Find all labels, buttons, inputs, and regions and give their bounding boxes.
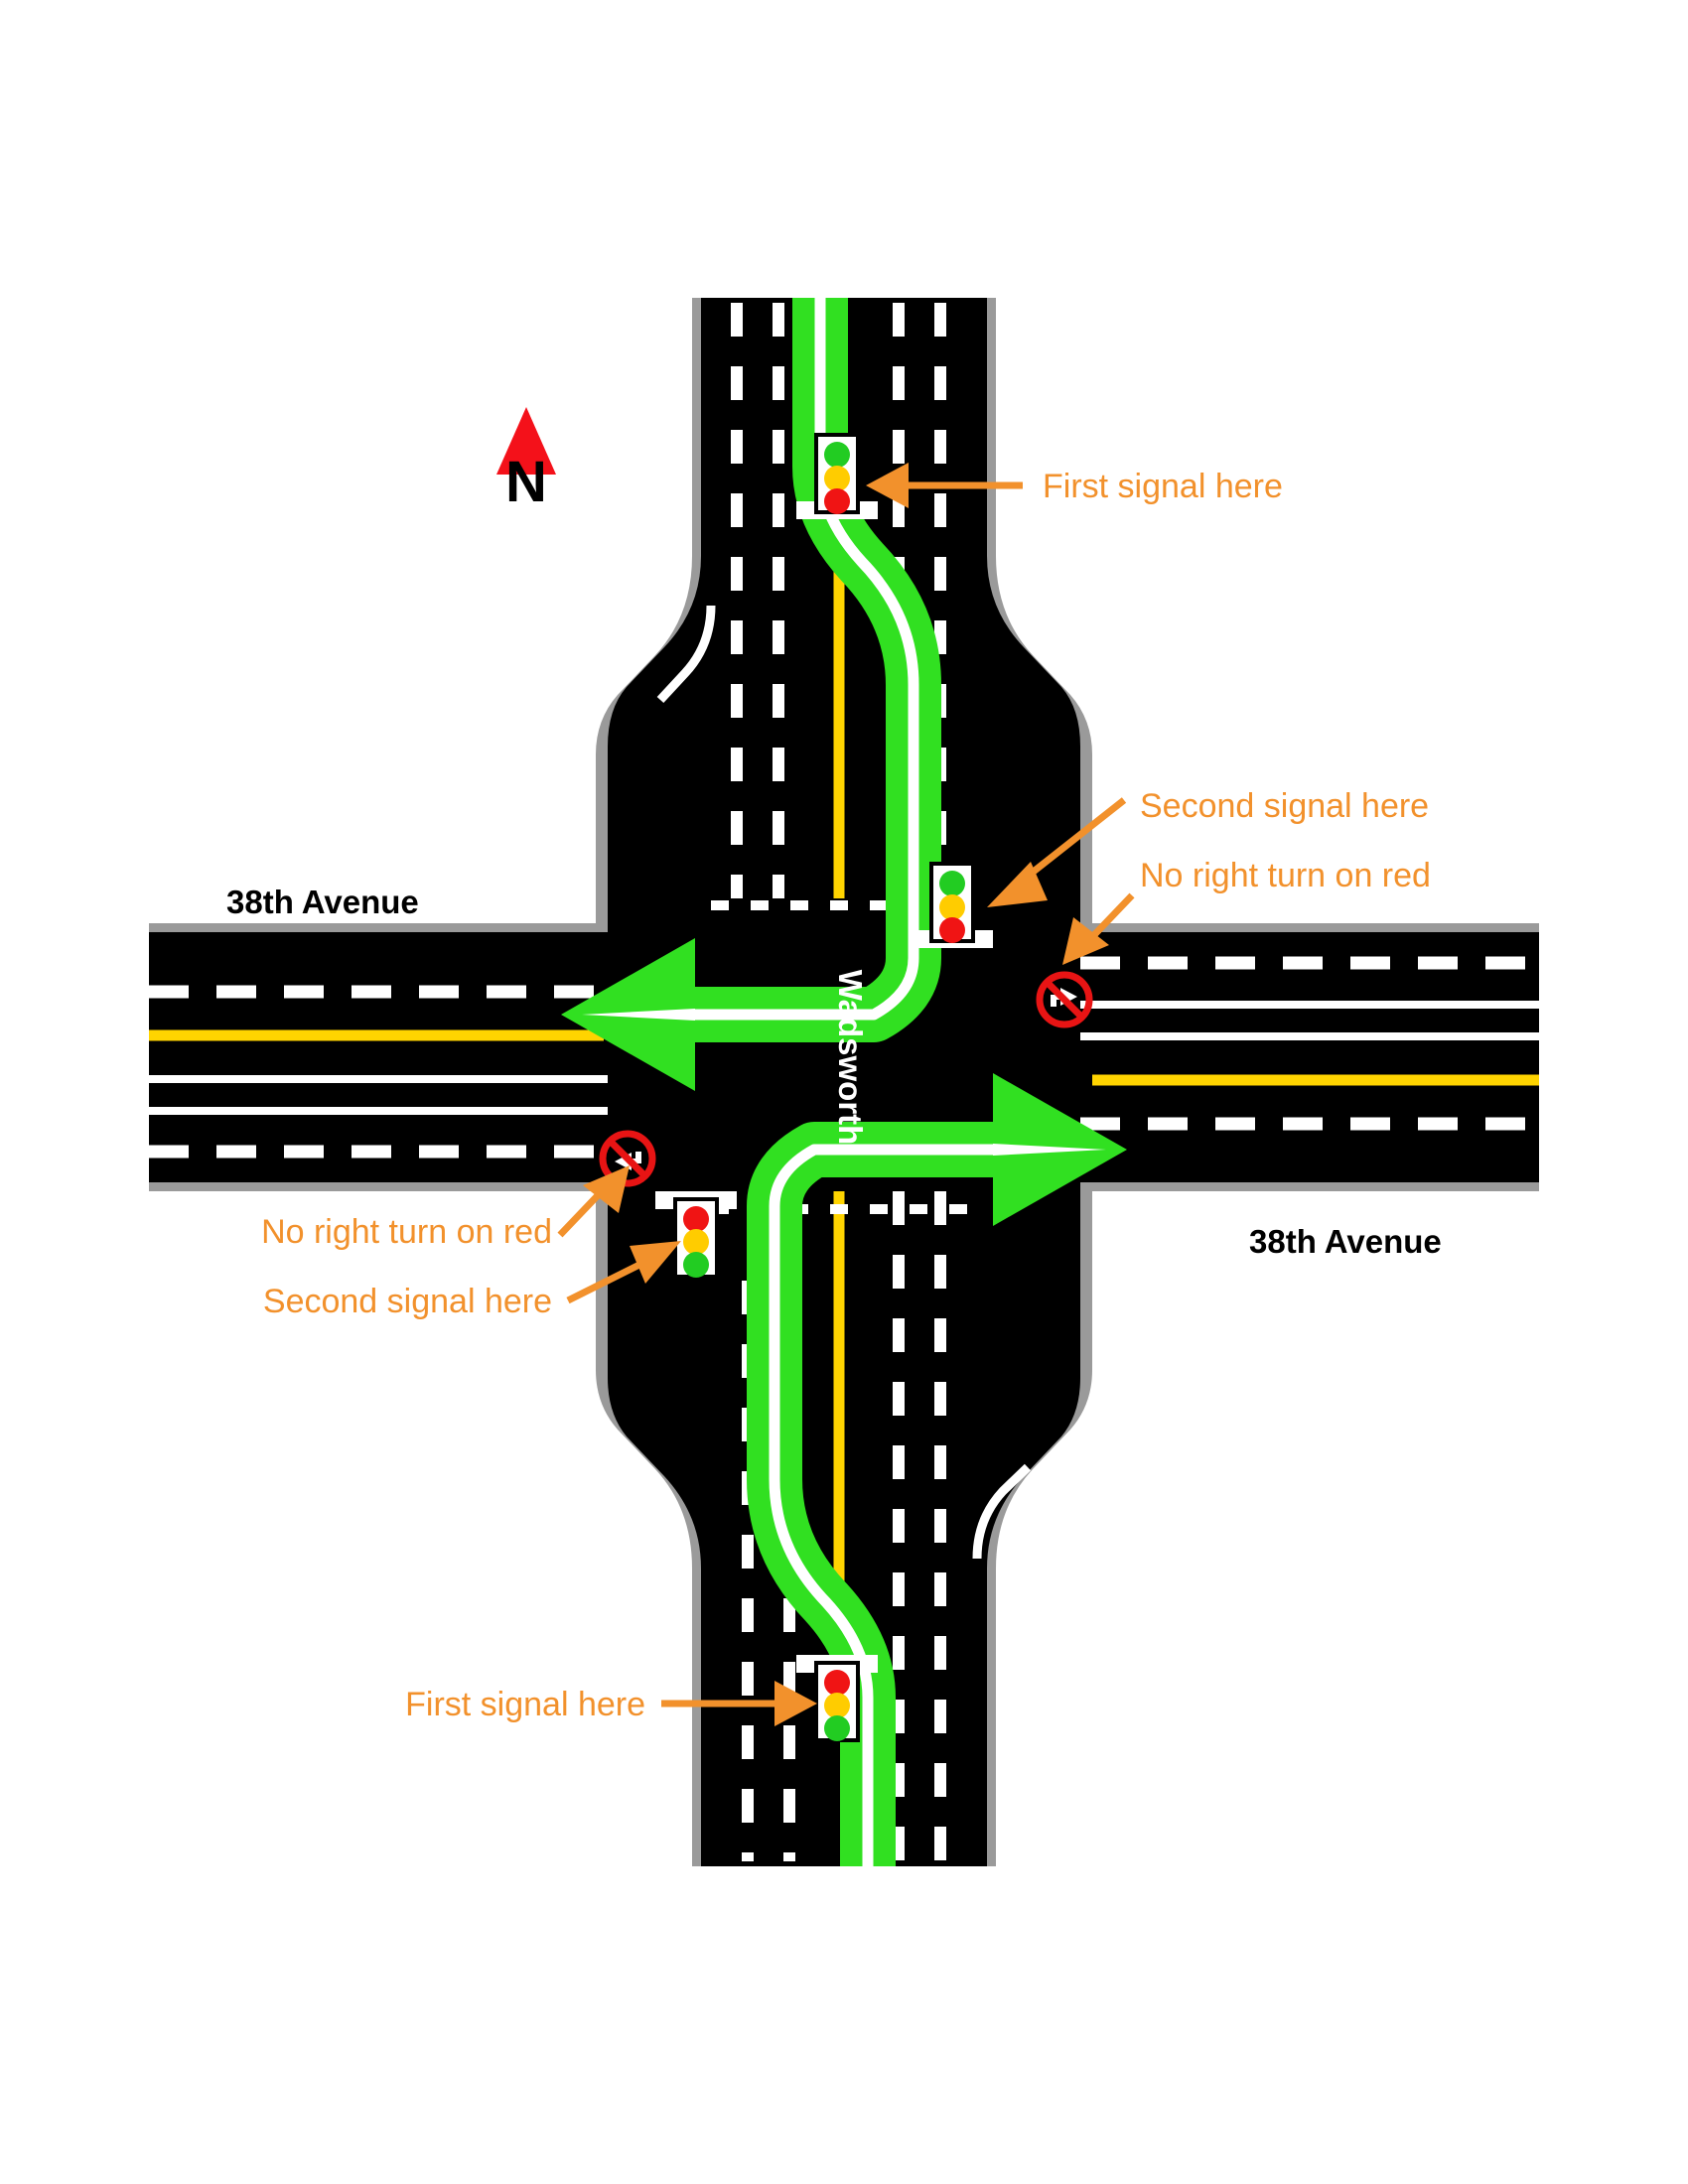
signal-lamp-red bbox=[824, 1670, 850, 1696]
no-right-turn-on-red-sign-west bbox=[599, 1130, 656, 1187]
street-label-wadsworth: Wadsworth bbox=[832, 970, 869, 1146]
annotation-second-signal-north: Second signal here bbox=[987, 787, 1429, 907]
annotation-no-right-turn-on-red-east: No right turn on red bbox=[1062, 857, 1431, 965]
signal-lamp-green bbox=[824, 442, 850, 468]
signal-lamp-red bbox=[824, 488, 850, 514]
annotation-label: No right turn on red bbox=[1140, 857, 1431, 894]
annotation-label: First signal here bbox=[405, 1686, 645, 1723]
traffic-signal-south-second[interactable] bbox=[655, 1191, 737, 1279]
traffic-signal-north-first[interactable] bbox=[796, 433, 878, 519]
annotation-no-right-turn-on-red-west: No right turn on red bbox=[261, 1165, 630, 1251]
traffic-signal-south-first[interactable] bbox=[796, 1655, 878, 1742]
annotation-label: No right turn on red bbox=[261, 1213, 552, 1251]
signal-lamp-red bbox=[683, 1206, 709, 1232]
annotation-first-signal-south: First signal here bbox=[405, 1681, 817, 1726]
lane-markings-west-38th bbox=[149, 985, 608, 1159]
lane-markings-east-38th bbox=[1080, 956, 1539, 1131]
signal-lamp-yellow bbox=[939, 894, 965, 920]
traffic-signal-north-second[interactable] bbox=[912, 862, 993, 948]
street-label-38th-avenue-west: 38th Avenue bbox=[226, 884, 419, 920]
signal-lamp-green bbox=[824, 1715, 850, 1741]
signal-lamp-yellow bbox=[824, 1693, 850, 1718]
no-right-turn-on-red-sign-east bbox=[1036, 971, 1093, 1028]
signal-lamp-green bbox=[683, 1252, 709, 1278]
road-pavement bbox=[149, 298, 1539, 1866]
signal-lamp-red bbox=[939, 917, 965, 943]
annotation-label: Second signal here bbox=[1140, 787, 1429, 825]
north-arrow-letter: N bbox=[505, 450, 547, 514]
street-label-38th-avenue-east: 38th Avenue bbox=[1249, 1223, 1442, 1260]
annotation-second-signal-south: Second signal here bbox=[263, 1241, 681, 1320]
north-arrow: N bbox=[496, 407, 556, 514]
annotation-label: Second signal here bbox=[263, 1283, 552, 1320]
signal-lamp-yellow bbox=[824, 466, 850, 491]
annotation-label: First signal here bbox=[1043, 468, 1283, 505]
signal-lamp-green bbox=[939, 871, 965, 896]
signal-lamp-yellow bbox=[683, 1229, 709, 1255]
annotation-first-signal-north: First signal here bbox=[866, 463, 1283, 508]
